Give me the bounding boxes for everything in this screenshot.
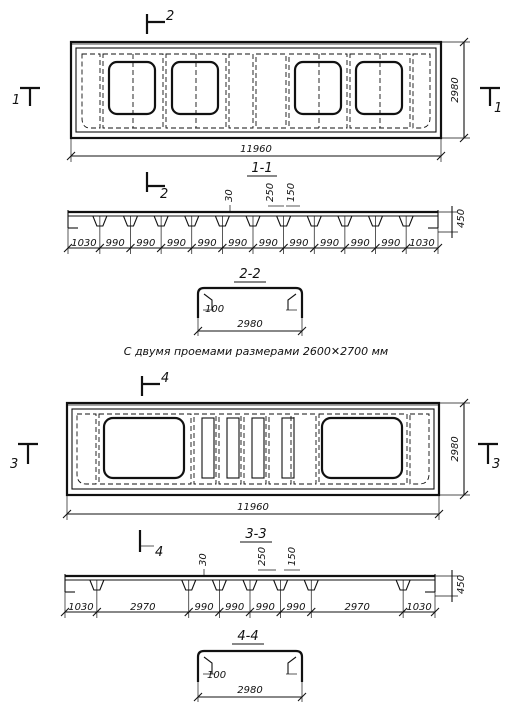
- right-dim: 450: [456, 209, 467, 228]
- spacing-dim: 1030: [71, 238, 96, 249]
- opening: [354, 60, 404, 116]
- width-dim: 2980: [237, 685, 262, 696]
- opening: [293, 60, 343, 116]
- section-3-3: 3-3 30 250 150 450 1030 2970 990 990 990…: [60, 527, 467, 618]
- opening: [107, 60, 157, 116]
- length-dim: 11960: [237, 502, 269, 513]
- spacing-dim: 990: [136, 238, 155, 249]
- top-dim: 250: [257, 547, 268, 566]
- panel-inner-outline: [75, 47, 437, 133]
- inner-dim: 100: [207, 670, 226, 681]
- section-title: 2-2: [239, 267, 260, 282]
- cut-mark-label: 4: [161, 371, 169, 386]
- spacing-dim: 990: [289, 238, 308, 249]
- top-dim: 30: [198, 553, 209, 566]
- cut-mark-label: 2: [166, 9, 174, 24]
- opening: [170, 60, 220, 116]
- spacing-dim: 2970: [130, 602, 155, 613]
- section-4-4: 4-4 100 2980: [193, 629, 307, 702]
- spacing-dim: 990: [381, 238, 400, 249]
- spacing-dim: 990: [286, 602, 305, 613]
- spacing-dim: 990: [228, 238, 247, 249]
- spacing-dim: 990: [225, 602, 244, 613]
- cut-mark-label: 1: [12, 93, 20, 108]
- length-dim: 11960: [240, 144, 272, 155]
- section-title: 4-4: [237, 629, 258, 644]
- cut-mark-label: 4: [155, 545, 163, 560]
- rib: [281, 417, 295, 479]
- top-panel-plan: 11960 2980 1 1 2 2: [12, 9, 502, 202]
- top-dim: 250: [265, 183, 276, 202]
- caption: С двумя проемами размерами 2600✕2700 мм: [124, 345, 388, 358]
- opening: [102, 416, 186, 480]
- spacing-dim: 1030: [68, 602, 93, 613]
- width-dim: 2980: [237, 319, 262, 330]
- inner-dim: 100: [205, 304, 224, 315]
- spacing-dim: 990: [259, 238, 278, 249]
- section-title: 1-1: [251, 161, 272, 176]
- spacing-dim: 990: [256, 602, 275, 613]
- top-dim: 30: [224, 189, 235, 202]
- spacing-dim: 1030: [406, 602, 431, 613]
- height-dim: 2980: [450, 77, 461, 102]
- cut-mark-label: 3: [492, 457, 500, 472]
- panel-inner-outline: [71, 408, 435, 490]
- section-2-2: 2-2 100 2980: [193, 267, 307, 336]
- panel-outline: [65, 401, 441, 497]
- spacing-dim: 2970: [344, 602, 369, 613]
- opening: [320, 416, 404, 480]
- bottom-panel-plan: 11960 2980 3 3 4 4: [10, 371, 500, 560]
- top-dim: 150: [286, 183, 297, 202]
- top-dim: 150: [287, 547, 298, 566]
- spacing-dim: 990: [198, 238, 217, 249]
- spacing-dim: 990: [167, 238, 186, 249]
- spacing-dim: 990: [351, 238, 370, 249]
- spacing-dim: 1030: [409, 238, 434, 249]
- rib-cells: [76, 413, 430, 485]
- cut-mark-label: 1: [494, 101, 502, 116]
- rib: [201, 417, 215, 479]
- spacing-dim: 990: [106, 238, 125, 249]
- section-title: 3-3: [245, 527, 266, 542]
- height-dim: 2980: [450, 436, 461, 461]
- rib-cells: [81, 53, 431, 129]
- spacing-dim: 990: [320, 238, 339, 249]
- right-dim: 450: [456, 575, 467, 594]
- spacing-dim: 990: [195, 602, 214, 613]
- section-1-1: 1-1 30 250 150 450 1030 990 990 990 990 …: [63, 161, 467, 254]
- cut-mark-label: 3: [10, 457, 18, 472]
- rib: [251, 417, 265, 479]
- rib: [226, 417, 240, 479]
- cut-mark-label: 2: [160, 187, 168, 202]
- panel-outline: [69, 40, 443, 140]
